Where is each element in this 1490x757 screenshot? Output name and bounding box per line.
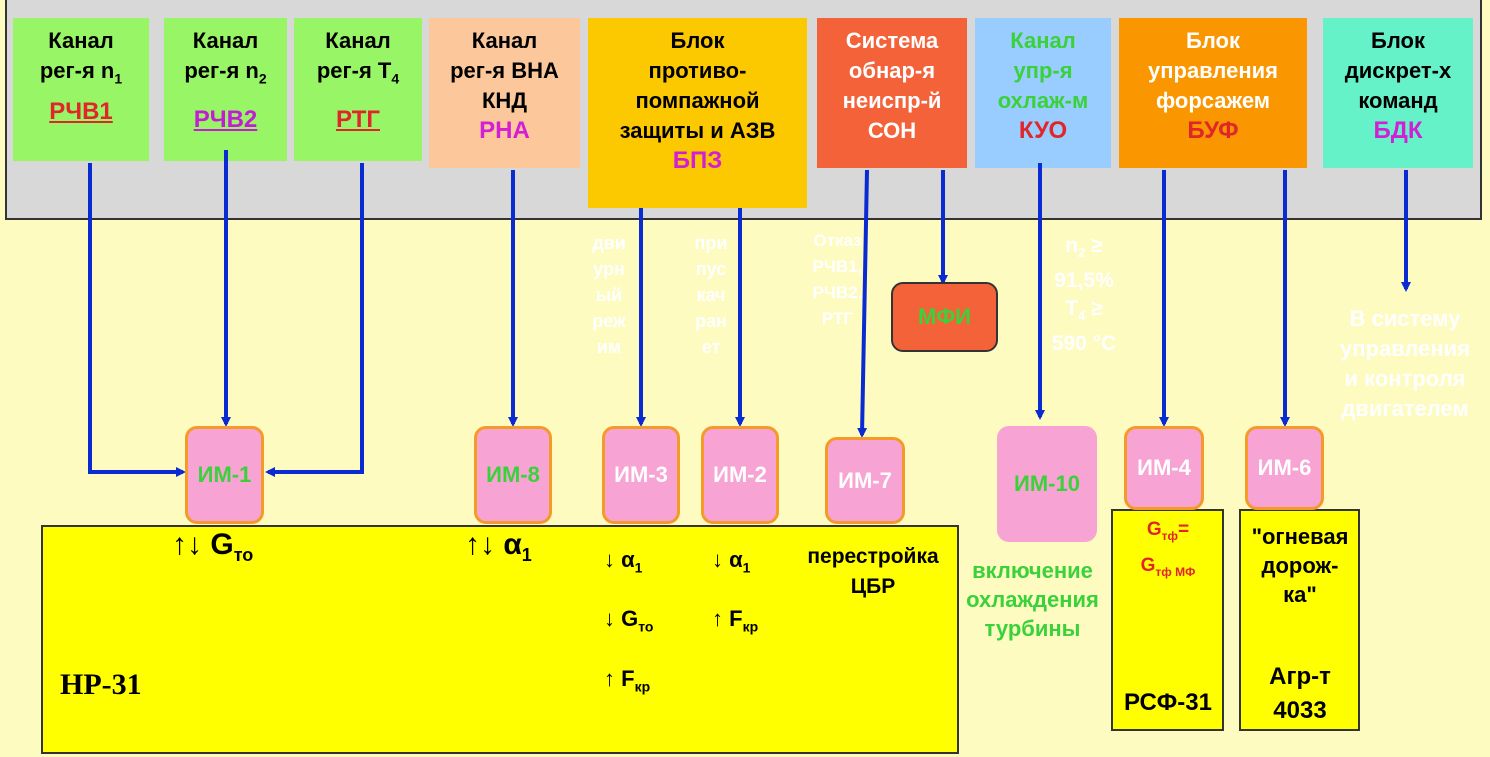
- block-rchv2: Канал рег-я n2 РЧВ2: [164, 18, 287, 161]
- block-label: Канал: [1010, 28, 1076, 53]
- im4-block: ИМ-4: [1124, 426, 1204, 510]
- block-rchv1: Канал рег-я n1 РЧВ1: [13, 18, 149, 161]
- block-abbr: РЧВ2: [193, 106, 258, 134]
- im7-block: ИМ-7: [825, 437, 905, 524]
- engine-nr31-box: [41, 525, 959, 754]
- block-label: неиспр-й: [842, 88, 942, 113]
- block-label: противо-: [648, 58, 747, 83]
- block-bdk: Блок дискрет-х команд БДК: [1323, 18, 1473, 168]
- im2-block: ИМ-2: [701, 426, 779, 524]
- im-label: ИМ-3: [614, 462, 668, 487]
- im1-effect: ↑↓ Gто: [172, 528, 254, 565]
- block-abbr: КУО: [1018, 117, 1068, 144]
- block-label: рег-я n1: [39, 58, 123, 87]
- block-kuo: Канал упр-я охлаж-м КУО: [975, 18, 1111, 168]
- im1-block: ИМ-1: [185, 426, 264, 524]
- block-label: Канал: [325, 28, 391, 53]
- rsf31-box: [1111, 509, 1224, 731]
- block-label: упр-я: [1013, 58, 1073, 83]
- im-label: ИМ-4: [1137, 455, 1191, 480]
- im6-block: ИМ-6: [1245, 426, 1324, 510]
- arrow-rchv1-im1: [88, 163, 186, 477]
- im-label: ИМ-8: [486, 462, 540, 487]
- block-label: рег-я n2: [184, 58, 267, 87]
- block-abbr: РНА: [479, 117, 530, 144]
- im-label: ИМ-2: [713, 462, 767, 487]
- block-label: управления: [1147, 58, 1278, 83]
- block-abbr: БУФ: [1187, 117, 1239, 144]
- im8-effect: ↑↓ α1: [465, 528, 532, 565]
- mfi-block: МФИ: [891, 282, 998, 352]
- block-label: Система: [845, 28, 939, 53]
- block-label: КНД: [482, 88, 527, 113]
- block-label: Блок: [670, 28, 725, 53]
- block-label: помпажной: [635, 88, 760, 113]
- arrow-son-im7: [857, 169, 869, 438]
- im-label: ИМ-7: [838, 467, 892, 493]
- kuo-condition-note: n2 ≥ 91,5% T4 ≥ 590 °C: [1051, 234, 1117, 356]
- rsf-name: РСФ-31: [1124, 689, 1212, 716]
- block-label: Канал: [471, 28, 538, 53]
- block-son: Система обнар-я неиспр-й СОН: [817, 18, 967, 168]
- im10-block: ИМ-10: [997, 426, 1097, 542]
- block-rtg: Канал рег-я T4 РТГ: [294, 18, 422, 161]
- im2-effect: ↓ α1 ↑ Fкр: [712, 547, 759, 635]
- block-label: защиты и АЗВ: [619, 118, 776, 143]
- agr4033-box: [1239, 509, 1360, 731]
- im-label: ИМ-6: [1257, 455, 1312, 480]
- engine-name: НР-31: [60, 668, 142, 701]
- block-label: команд: [1358, 88, 1438, 113]
- block-label: Блок: [1371, 28, 1425, 53]
- block-abbr: РТГ: [336, 106, 380, 134]
- block-label: Канал: [192, 28, 259, 53]
- im-label: МФИ: [918, 304, 971, 329]
- block-rna: Канал рег-я ВНА КНД РНА: [429, 18, 580, 168]
- im-label: ИМ-1: [197, 462, 252, 487]
- im8-block: ИМ-8: [474, 426, 552, 524]
- block-label: обнар-я: [848, 58, 936, 83]
- block-label: форсажем: [1155, 88, 1271, 113]
- im3-effect: ↓ α1 ↓ Gто ↑ Fкр: [604, 547, 654, 695]
- block-label: рег-я ВНА: [450, 58, 559, 83]
- im-label: ИМ-10: [1014, 471, 1080, 496]
- block-label: Канал: [48, 28, 114, 53]
- block-bpz: Блок противо- помпажной защиты и АЗВ БПЗ: [588, 18, 807, 208]
- block-abbr: РЧВ1: [49, 98, 113, 126]
- block-label: СОН: [867, 118, 917, 143]
- block-abbr: БДК: [1373, 117, 1423, 144]
- arrow-rtg-im1: [265, 163, 364, 477]
- block-label: дискрет-х: [1344, 58, 1452, 83]
- block-abbr: БПЗ: [672, 147, 723, 174]
- rsf-formula: Gтф= Gтф МФ: [1140, 519, 1196, 579]
- block-label: охлаж-м: [997, 88, 1089, 113]
- block-label: Блок: [1186, 28, 1240, 53]
- block-buf: Блок управления форсажем БУФ: [1119, 18, 1307, 168]
- im3-block: ИМ-3: [602, 426, 680, 524]
- block-label: рег-я T4: [316, 58, 400, 87]
